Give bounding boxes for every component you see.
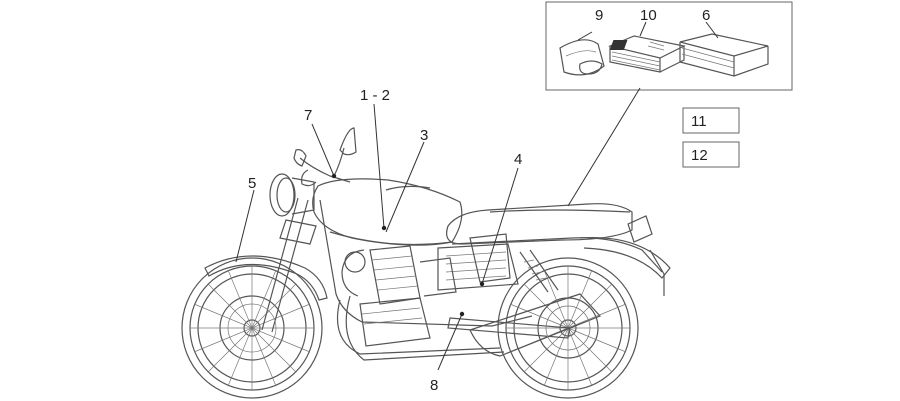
legend-box-11 — [682, 107, 740, 134]
manual-stack-icon — [608, 35, 686, 73]
label-10: 10 — [640, 7, 657, 24]
pouch-icon — [559, 39, 605, 76]
leader-lines — [235, 21, 719, 371]
booklet-icon — [679, 33, 769, 77]
accessory-inset — [545, 1, 793, 91]
engine — [341, 245, 457, 347]
legend-box-12 — [682, 141, 740, 168]
label-1-2: 1 - 2 — [360, 87, 390, 104]
headlight — [269, 173, 315, 217]
motorcycle-drawing — [181, 127, 671, 399]
label-8: 8 — [430, 377, 438, 394]
label-12: 12 — [691, 147, 708, 164]
label-11: 11 — [691, 113, 707, 130]
label-5: 5 — [248, 175, 256, 192]
label-6: 6 — [702, 7, 710, 24]
label-3: 3 — [420, 127, 428, 144]
label-7: 7 — [304, 107, 312, 124]
label-9: 9 — [595, 7, 603, 24]
label-4: 4 — [514, 151, 522, 168]
front-wheel — [181, 257, 323, 399]
